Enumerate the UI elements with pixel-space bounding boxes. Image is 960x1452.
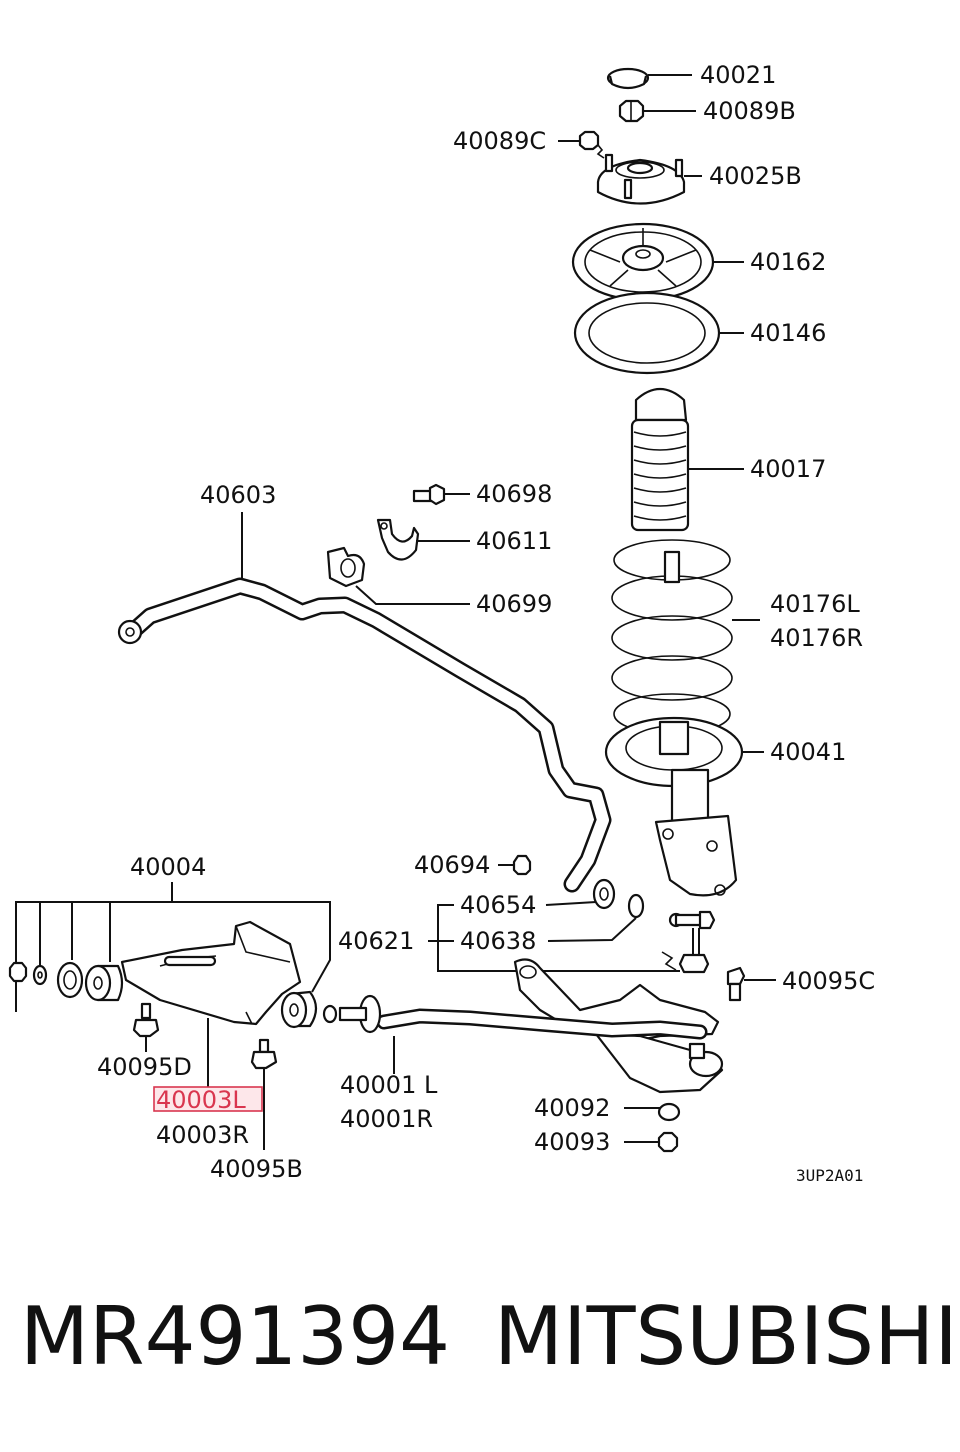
- nut-40093[interactable]: [657, 1131, 679, 1153]
- label-40003R[interactable]: 40003R: [156, 1121, 249, 1149]
- insulator-40146[interactable]: [573, 291, 721, 375]
- label-40176R[interactable]: 40176R: [770, 624, 863, 652]
- label-40041[interactable]: 40041: [770, 738, 846, 766]
- part-number: MR491394: [20, 1290, 450, 1383]
- highlight-40003L: [153, 1086, 263, 1112]
- brand-name: MITSUBISHI: [494, 1290, 958, 1383]
- bolt-40095D[interactable]: [132, 1002, 160, 1038]
- coil-spring-40176[interactable]: [611, 539, 733, 735]
- label-40095C[interactable]: 40095C: [782, 967, 875, 995]
- label-40093[interactable]: 40093: [534, 1128, 610, 1156]
- strut-assembly-40041[interactable]: [604, 716, 744, 897]
- label-40092[interactable]: 40092: [534, 1094, 610, 1122]
- bolt-40698[interactable]: [412, 483, 446, 506]
- label-40611[interactable]: 40611: [476, 527, 552, 555]
- label-40001L[interactable]: 40001 L: [340, 1071, 438, 1099]
- label-40638[interactable]: 40638: [460, 927, 536, 955]
- label-40146[interactable]: 40146: [750, 319, 826, 347]
- leader-40654: [545, 901, 597, 906]
- label-40162[interactable]: 40162: [750, 248, 826, 276]
- bolt-40095B[interactable]: [250, 1038, 278, 1070]
- bushing-front-40004[interactable]: [84, 964, 124, 1002]
- label-40621[interactable]: 40621: [338, 927, 414, 955]
- label-40021[interactable]: 40021: [700, 61, 776, 89]
- washer-large-40004[interactable]: [56, 961, 84, 999]
- label-40694[interactable]: 40694: [414, 851, 490, 879]
- nut-40089C[interactable]: [578, 130, 600, 151]
- dust-cap-40021[interactable]: [606, 67, 650, 90]
- diagram-code: 3UP2A01: [796, 1166, 863, 1185]
- label-40089C[interactable]: 40089C: [453, 127, 546, 155]
- lower-arm-40001[interactable]: [322, 958, 724, 1094]
- label-40654[interactable]: 40654: [460, 891, 536, 919]
- bracket-40611[interactable]: [376, 518, 420, 561]
- label-40001R[interactable]: 40001R: [340, 1105, 433, 1133]
- leader-40699: [355, 585, 470, 605]
- bracket-40003[interactable]: [120, 920, 302, 1026]
- strut-mount-40025B[interactable]: [596, 153, 686, 205]
- spring-seat-40162[interactable]: [571, 222, 715, 302]
- label-40698[interactable]: 40698: [476, 480, 552, 508]
- nut-40089B[interactable]: [618, 99, 645, 123]
- bushing-40092[interactable]: [657, 1102, 681, 1122]
- leader-40621-bracket: [437, 904, 680, 972]
- label-40003L[interactable]: 40003L: [156, 1086, 246, 1114]
- stabilizer-bar-40603[interactable]: [117, 577, 612, 893]
- bushing-40699[interactable]: [326, 546, 366, 588]
- bolt-40095C[interactable]: [726, 966, 746, 1002]
- label-40017[interactable]: 40017: [750, 455, 826, 483]
- leader-40638: [547, 917, 637, 942]
- label-40025B[interactable]: 40025B: [709, 162, 802, 190]
- label-40004[interactable]: 40004: [130, 853, 206, 881]
- washer-small-40004[interactable]: [32, 964, 48, 986]
- washer-40638[interactable]: [627, 893, 645, 919]
- leader-40089C-tail: [596, 144, 605, 159]
- label-40603[interactable]: 40603: [200, 481, 276, 509]
- label-40699[interactable]: 40699: [476, 590, 552, 618]
- bushing-40654[interactable]: [592, 878, 616, 910]
- bump-stop-40017[interactable]: [630, 387, 690, 532]
- label-40176L[interactable]: 40176L: [770, 590, 860, 618]
- stabilizer-link-40621[interactable]: [668, 910, 716, 974]
- bushing-rear-40004[interactable]: [280, 990, 318, 1029]
- nut-40694[interactable]: [512, 854, 532, 876]
- leader-40621-dash: [661, 951, 677, 971]
- label-40095B[interactable]: 40095B: [210, 1155, 303, 1183]
- label-40095D[interactable]: 40095D: [97, 1053, 192, 1081]
- label-40089B[interactable]: 40089B: [703, 97, 796, 125]
- leader-40004-bracket: [15, 901, 331, 1012]
- nut-small-40004[interactable]: [8, 961, 28, 983]
